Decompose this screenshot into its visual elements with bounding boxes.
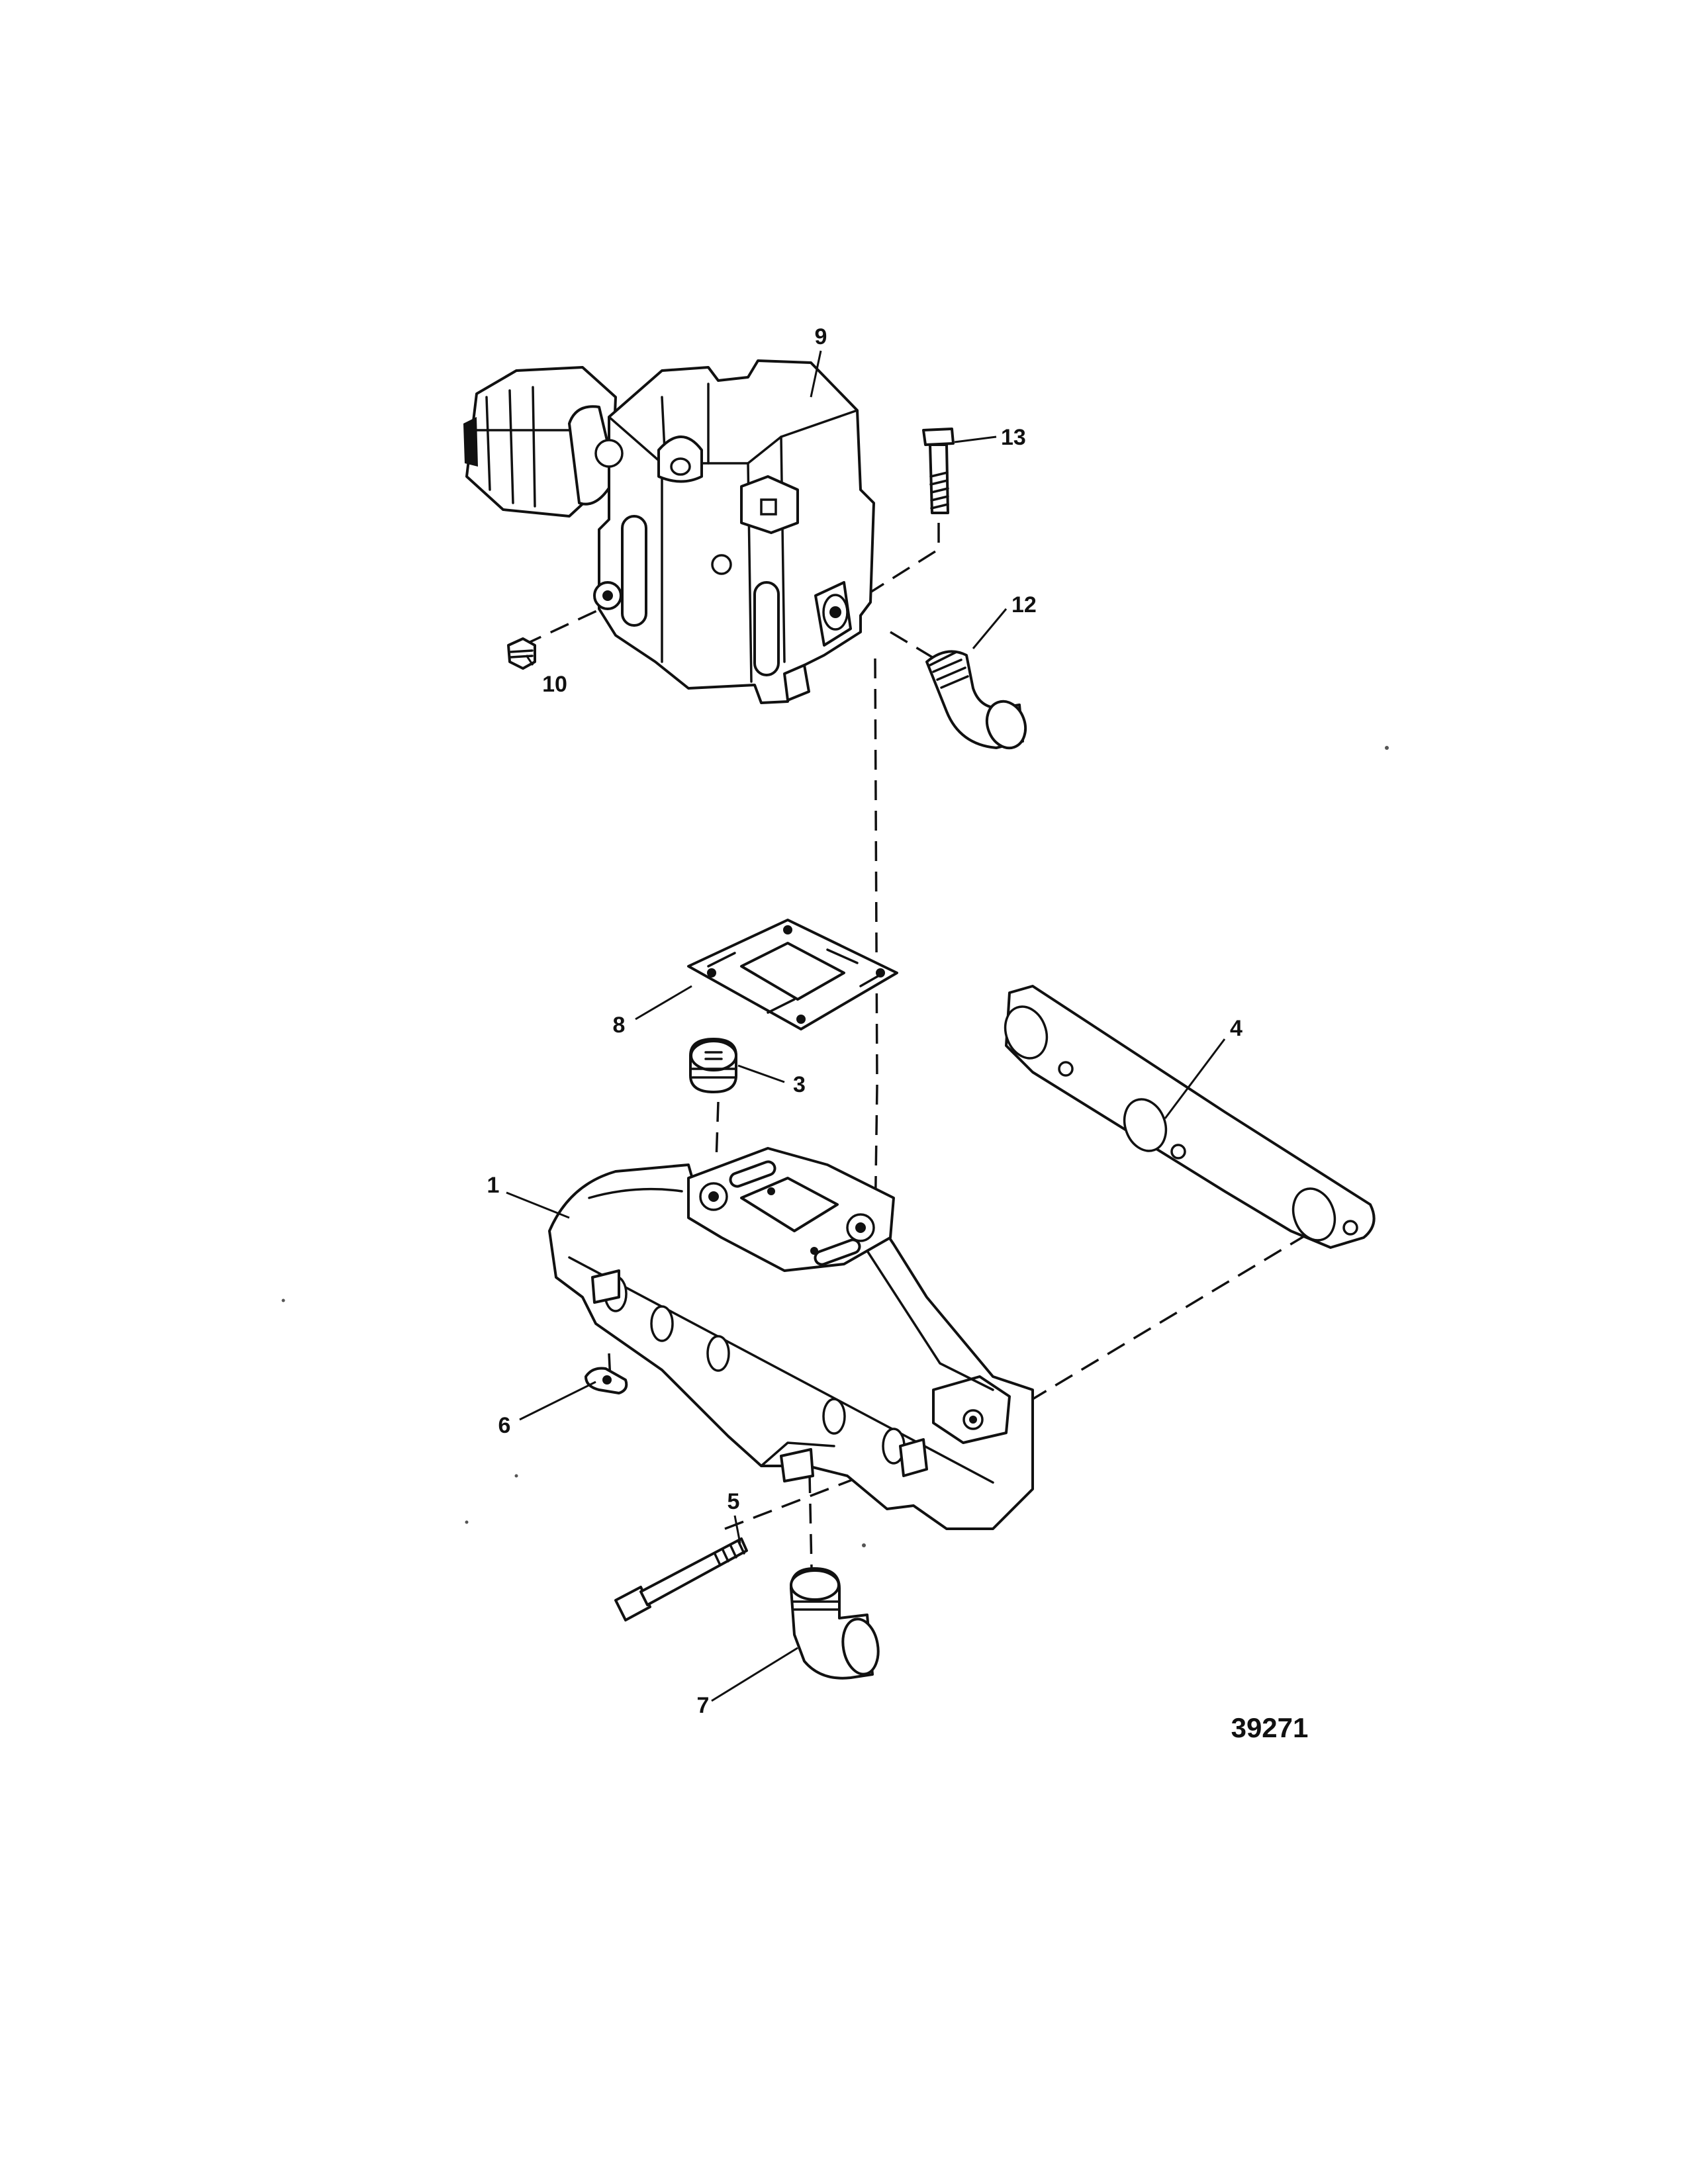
callout-8: 8 bbox=[613, 1013, 626, 1038]
callout-12: 12 bbox=[1011, 592, 1037, 617]
bolt-part-13 bbox=[922, 428, 955, 514]
manifold-gasket-part-4 bbox=[1004, 985, 1376, 1249]
callout-3: 3 bbox=[793, 1072, 806, 1097]
pipe-plug-part-10 bbox=[507, 637, 536, 670]
hose-elbow-part-12 bbox=[925, 650, 1027, 750]
callout-10: 10 bbox=[542, 672, 567, 697]
callout-4: 4 bbox=[1230, 1016, 1243, 1041]
exhaust-manifold-part-1 bbox=[548, 1147, 1034, 1530]
elbow-fitting-part-7 bbox=[790, 1567, 880, 1680]
callout-5: 5 bbox=[727, 1489, 740, 1514]
callout-1: 1 bbox=[487, 1173, 500, 1198]
callout-13: 13 bbox=[1001, 425, 1026, 450]
pipe-plug-part-3 bbox=[689, 1038, 737, 1093]
exhaust-elbow-part-9 bbox=[463, 359, 875, 704]
clip-part-6 bbox=[585, 1367, 628, 1394]
callout-6: 6 bbox=[498, 1413, 511, 1438]
callout-9: 9 bbox=[815, 324, 827, 349]
bolt-part-5 bbox=[614, 1537, 748, 1621]
figure-number: 39271 bbox=[1231, 1712, 1309, 1743]
leader-lines bbox=[506, 350, 1226, 1702]
scan-specks bbox=[281, 746, 1389, 1547]
callout-7: 7 bbox=[697, 1693, 710, 1718]
gasket-part-8 bbox=[687, 919, 898, 1030]
callout-labels: 9 13 12 10 8 3 4 1 6 5 7 bbox=[487, 324, 1243, 1718]
